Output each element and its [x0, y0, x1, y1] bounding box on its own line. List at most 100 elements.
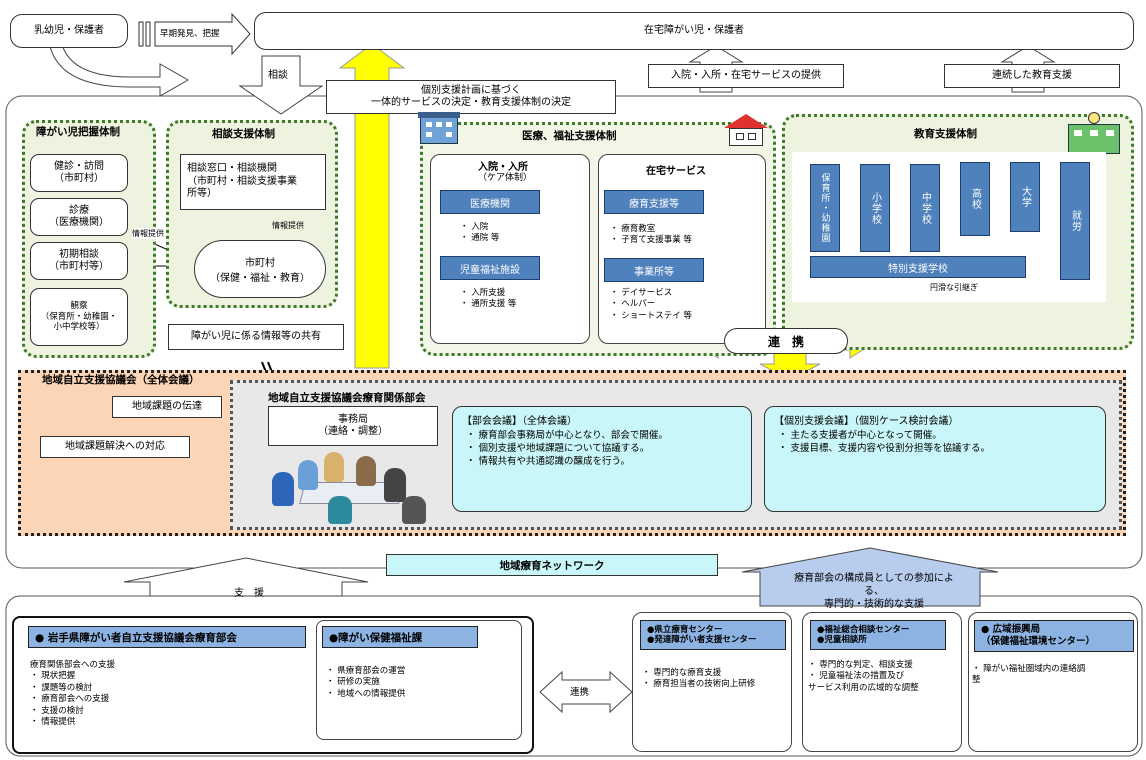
center2-items: ・ 専門的な判定、相談支援 ・ 児童福祉法の措置及び サービス利用の広域的な調整: [808, 660, 919, 693]
care-title: （ケア体制）: [478, 173, 533, 183]
plan-box: 個別支援計画に基づく 一体的サービスの決定・教育支援体制の決定: [326, 80, 616, 114]
city-oval: 市町村 （保健・福祉・教育）: [194, 240, 326, 298]
share-label: 障がい児に係る情報等の共有: [191, 330, 321, 342]
school-university: 大学: [1010, 162, 1040, 232]
ryoiku-box: 療育支援等: [604, 190, 704, 214]
early-detect-label: 早期発見、把握: [160, 29, 220, 39]
center3-title-label: ● 広域振興局 （保健福祉環境センター）: [981, 624, 1096, 647]
dept-title: ●障がい保健福祉課: [322, 626, 478, 648]
building-icon: [418, 110, 460, 146]
office-items: ・ デイサービス ・ ヘルパー ・ ショートステイ 等: [610, 288, 692, 321]
grasp-item-clinic-label: 診療 （医療機関）: [49, 204, 109, 229]
school-work-label: 就労: [1069, 210, 1081, 232]
grasp-item-initial: 初期相談 （市町村等）: [30, 242, 128, 280]
home-service-panel: [598, 154, 766, 344]
consult-label: 相談: [268, 70, 288, 81]
smooth-label: 円滑な引継ぎ: [930, 283, 978, 292]
grasp-item-checkup-label: 健診・訪問 （市町村）: [54, 160, 104, 185]
school-junior: 中学校: [910, 164, 940, 252]
info-provide-label-1: 情報提供: [132, 228, 164, 239]
iwate-title-label: ● 岩手県障がい者自立支援協議会療育部会: [35, 631, 237, 644]
welfare-label: 児童福祉施設: [460, 264, 520, 276]
home-service-title: 在宅サービス: [646, 166, 706, 177]
welfare-items: ・ 入所支援 ・ 通所支援 等: [460, 288, 517, 310]
center1-items: ・ 専門的な療育支援 ・ 療育担当者の技術向上研修: [642, 668, 756, 690]
infant-box: 乳幼児・保護者: [10, 14, 128, 48]
special-school-label: 特別支援学校: [888, 263, 948, 275]
inpatient-panel: [430, 154, 590, 344]
grasp-item-observe: 観察 （保育所・幼稚園・ 小中学校等）: [30, 288, 128, 346]
grasp-item-checkup: 健診・訪問 （市町村）: [30, 154, 128, 192]
iwate-title: ● 岩手県障がい者自立支援協議会療育部会: [28, 626, 306, 648]
center2-title-label: ●福祉総合相談センター ●児童相談所: [817, 624, 910, 645]
case-box: [764, 406, 1106, 512]
issue-label: 地域課題の伝達: [132, 400, 202, 412]
consult-title: 相談支援体制: [212, 128, 275, 140]
medical-title: 医療、福祉支援体制: [522, 130, 617, 142]
office-label: 事業所等: [634, 266, 674, 278]
secretariat-box: 事務局 （連絡・調整）: [268, 406, 438, 446]
hospital-items: ・ 入院 ・ 通院 等: [460, 222, 500, 244]
case-items: ・ 主たる支援者が中心となって開催。 ・ 支援目標、支援内容や役割分担等を協議す…: [778, 430, 991, 454]
bottom-renkei-label: 連携: [570, 687, 590, 698]
network-label: 地域療育ネットワーク: [499, 559, 605, 572]
hospital-label: 医療機関: [470, 198, 510, 210]
renkei-label: 連 携: [767, 334, 804, 349]
meeting-box: [452, 406, 752, 512]
services-label: 入院・入所・在宅サービスの提供: [671, 69, 821, 81]
home-child-box: 在宅障がい児・保護者: [254, 12, 1134, 50]
dept-panel: [316, 620, 522, 740]
inpatient-title: 入院・入所: [478, 162, 528, 173]
school-nursery-label: 保育所・幼稚園: [819, 173, 830, 243]
school-university-label: 大学: [1019, 186, 1031, 208]
case-title: 【個別支援会議】（個別ケース検討会議）: [774, 416, 959, 427]
grasp-item-clinic: 診療 （医療機関）: [30, 198, 128, 236]
secretariat-label: 事務局 （連絡・調整）: [318, 413, 388, 438]
iwate-items: 療育関係部会への支援 ・ 現状把握 ・ 課題等の検討 ・ 療育部会への支援 ・ …: [30, 660, 116, 728]
school-work: 就労: [1060, 162, 1090, 280]
hospital-box: 医療機関: [440, 190, 540, 214]
school-nursery: 保育所・幼稚園: [810, 164, 840, 252]
sub-council-title: 地域自立支援協議会療育関係部会: [268, 392, 426, 404]
grasp-item-initial-label: 初期相談 （市町村等）: [49, 248, 109, 273]
info-provide-label-2: 情報提供: [272, 221, 304, 230]
center3-title: ● 広域振興局 （保健福祉環境センター）: [974, 620, 1134, 652]
response-box: 地域課題解決への対応: [40, 436, 190, 458]
office-box: 事業所等: [604, 258, 704, 282]
support-label: 支 援: [234, 588, 264, 599]
home-child-label: 在宅障がい児・保護者: [644, 24, 744, 36]
edu-support-box: 連続した教育支援: [944, 64, 1120, 88]
school-high: 高校: [960, 162, 990, 236]
grasp-item-observe-label: 観察 （保育所・幼稚園・ 小中学校等）: [40, 301, 118, 333]
consult-window-box: 相談窓口・相談機関 （市町村・相談支援事業 所等）: [180, 154, 326, 210]
dept-items: ・ 県療育部会の運営 ・ 研修の実施 ・ 地域への情報提供: [326, 666, 406, 699]
meeting-title: 【部会会議】（全体会議）: [462, 416, 577, 427]
participation-label: 療育部会の構成員としての参加による、 専門的・技術的な支援: [794, 573, 954, 610]
special-school: 特別支援学校: [810, 256, 1026, 278]
renkei-oval: 連 携: [724, 328, 848, 354]
school-elementary-label: 小学校: [869, 191, 881, 225]
issue-box: 地域課題の伝達: [112, 396, 222, 418]
plan-label: 個別支援計画に基づく 一体的サービスの決定・教育支援体制の決定: [371, 84, 571, 109]
ryoiku-items: ・ 療育教室 ・ 子育て支援事業 等: [610, 224, 692, 246]
edu-title: 教育支援体制: [914, 128, 977, 140]
center1-title-label: ●県立療育センター ●発達障がい者支援センター: [647, 624, 757, 645]
edu-support-label: 連続した教育支援: [992, 69, 1072, 81]
school-junior-label: 中学校: [919, 191, 931, 225]
city-label: 市町村 （保健・福祉・教育）: [210, 258, 310, 284]
welfare-box: 児童福祉施設: [440, 256, 540, 280]
school-icon: [1068, 112, 1122, 156]
house-icon: [724, 114, 768, 148]
infant-label: 乳幼児・保護者: [34, 24, 104, 36]
response-label: 地域課題解決への対応: [65, 440, 165, 452]
ryoiku-label: 療育支援等: [629, 198, 679, 210]
network-box: 地域療育ネットワーク: [386, 554, 718, 576]
school-high-label: 高校: [969, 188, 981, 210]
grasp-title: 障がい児把握体制: [36, 126, 120, 138]
consult-window-label: 相談窓口・相談機関 （市町村・相談支援事業 所等）: [187, 163, 297, 200]
center2-title: ●福祉総合相談センター ●児童相談所: [810, 620, 946, 650]
dept-title-label: ●障がい保健福祉課: [329, 631, 423, 644]
school-elementary: 小学校: [860, 164, 890, 252]
share-box: 障がい児に係る情報等の共有: [168, 324, 344, 350]
meeting-items: ・ 療育部会事務局が中心となり、部会で開催。 ・ 個別支援や地域課題について協議…: [466, 430, 668, 467]
